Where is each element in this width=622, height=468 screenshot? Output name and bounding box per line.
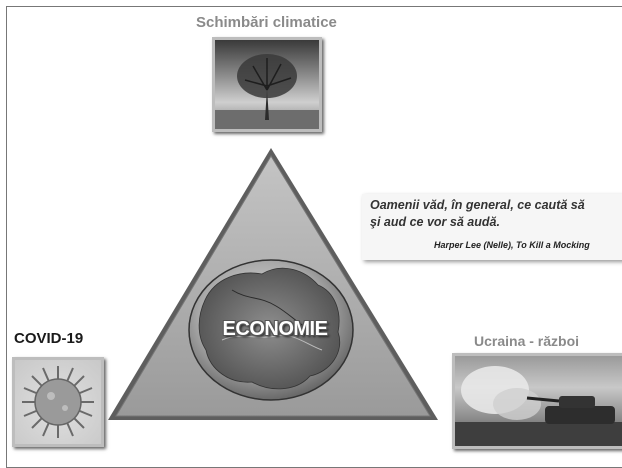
climate-tree-photo: [212, 37, 322, 132]
right-label: Ucraina - război: [474, 333, 580, 349]
top-label: Schimbări climatice: [196, 14, 337, 31]
quote-box: Oamenii văd, în general, ce caută să şi …: [362, 194, 622, 260]
tank-icon: [455, 366, 622, 446]
diagram-canvas: [108, 148, 438, 420]
coronavirus-photo: [12, 357, 104, 447]
left-label: COVID-19: [14, 330, 84, 347]
economy-globe: [188, 259, 354, 401]
center-label: ECONOMIE: [222, 318, 328, 340]
quote-line-1: Oamenii văd, în general, ce caută să: [370, 198, 585, 212]
quote-line-2: şi aud ce vor să audă.: [370, 215, 500, 229]
quote-author: Harper Lee (Nelle), To Kill a Mocking: [434, 240, 590, 250]
tank-photo: [452, 353, 622, 449]
virus-icon: [22, 366, 94, 438]
tree-icon: [215, 54, 319, 129]
